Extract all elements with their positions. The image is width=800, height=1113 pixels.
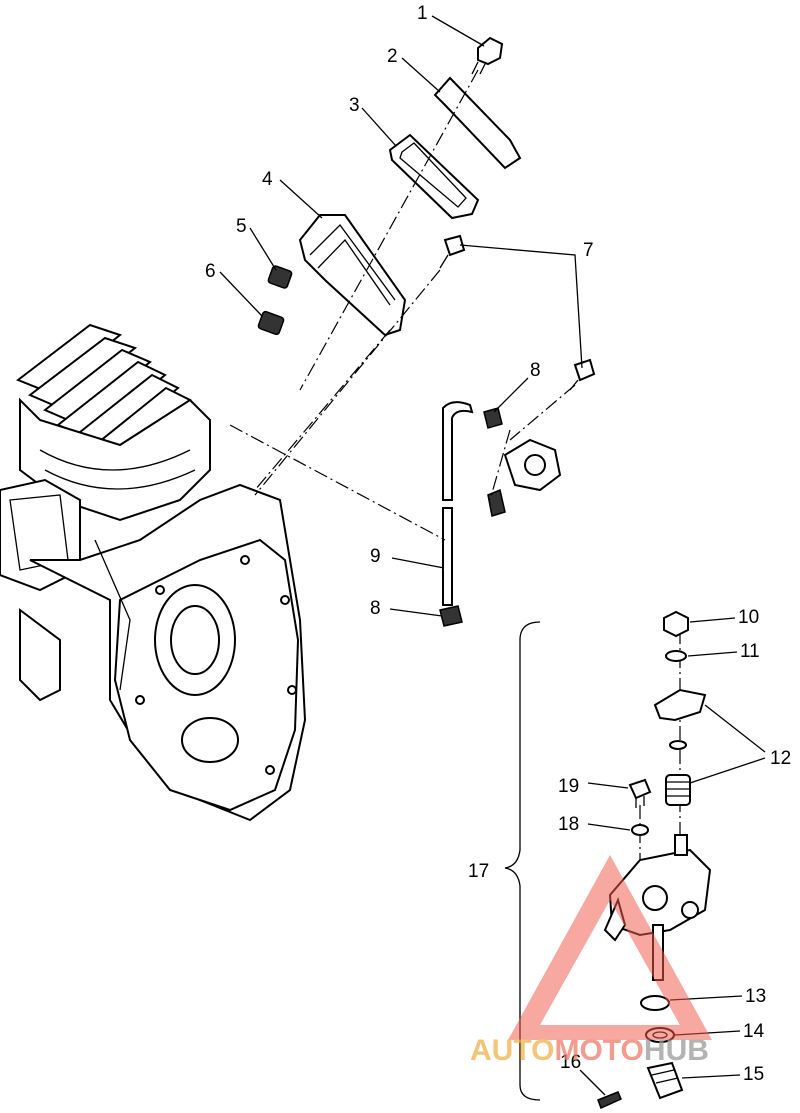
callout-13: 13 bbox=[745, 986, 766, 1007]
part-1-bolt bbox=[471, 36, 504, 75]
callout-19: 19 bbox=[558, 776, 579, 797]
callout-14: 14 bbox=[743, 1021, 765, 1042]
part-13-o-ring bbox=[640, 995, 670, 1011]
callout-labels: 1 2 3 4 5 6 7 8 9 8 10 11 12 19 18 17 13… bbox=[205, 3, 791, 1085]
callout-12: 12 bbox=[770, 748, 791, 769]
callout-3: 3 bbox=[349, 95, 360, 116]
part-2-cover-plate bbox=[433, 76, 522, 170]
svg-text:AUTOMOTOHUB: AUTOMOTOHUB bbox=[470, 1034, 709, 1067]
part-6-grommet bbox=[257, 310, 285, 336]
callout-2: 2 bbox=[387, 46, 398, 67]
callout-10: 10 bbox=[738, 607, 759, 628]
watermark-hub: HUB bbox=[644, 1034, 709, 1067]
oil-pump-assembly-upper bbox=[487, 438, 562, 517]
part-11-washer bbox=[665, 650, 687, 662]
part-3-gasket bbox=[388, 133, 480, 220]
assembly-17-brace bbox=[504, 621, 541, 1101]
part-9-oil-hose bbox=[442, 401, 474, 606]
watermark-auto: AUTO bbox=[470, 1034, 554, 1067]
part-8-clamp-lower bbox=[439, 605, 463, 627]
callout-4: 4 bbox=[262, 169, 273, 190]
part-12-spring bbox=[665, 774, 691, 806]
callout-5: 5 bbox=[236, 216, 247, 237]
automotohub-watermark: AUTOMOTOHUB bbox=[470, 855, 712, 1067]
part-7-fittings bbox=[439, 234, 596, 391]
callout-8-upper: 8 bbox=[530, 360, 541, 381]
callout-8-lower: 8 bbox=[370, 598, 381, 619]
callout-11: 11 bbox=[740, 641, 760, 662]
part-18-washer bbox=[631, 824, 649, 836]
callout-1: 1 bbox=[417, 3, 428, 24]
callout-16: 16 bbox=[560, 1052, 581, 1073]
part-5-plug bbox=[267, 265, 293, 289]
part-8-clamp-upper bbox=[483, 407, 503, 429]
callout-9: 9 bbox=[370, 546, 381, 567]
callout-6: 6 bbox=[205, 261, 216, 282]
part-19-bolt bbox=[628, 778, 652, 808]
part-15-drive-gear bbox=[646, 1061, 684, 1100]
callout-15: 15 bbox=[743, 1064, 764, 1085]
callout-18: 18 bbox=[558, 814, 579, 835]
watermark-triangle bbox=[508, 855, 712, 1040]
part-4-oil-tank-housing bbox=[298, 214, 407, 337]
watermark-moto: MOTO bbox=[554, 1034, 643, 1067]
part-16-pin bbox=[597, 1091, 622, 1110]
part-12-lever bbox=[653, 688, 707, 722]
part-10-nut bbox=[663, 610, 689, 638]
engine-crankcase bbox=[0, 323, 307, 822]
callout-7: 7 bbox=[583, 240, 594, 261]
callout-17: 17 bbox=[468, 861, 489, 882]
leader-lines bbox=[219, 15, 766, 1096]
assembly-center-lines bbox=[229, 69, 681, 870]
